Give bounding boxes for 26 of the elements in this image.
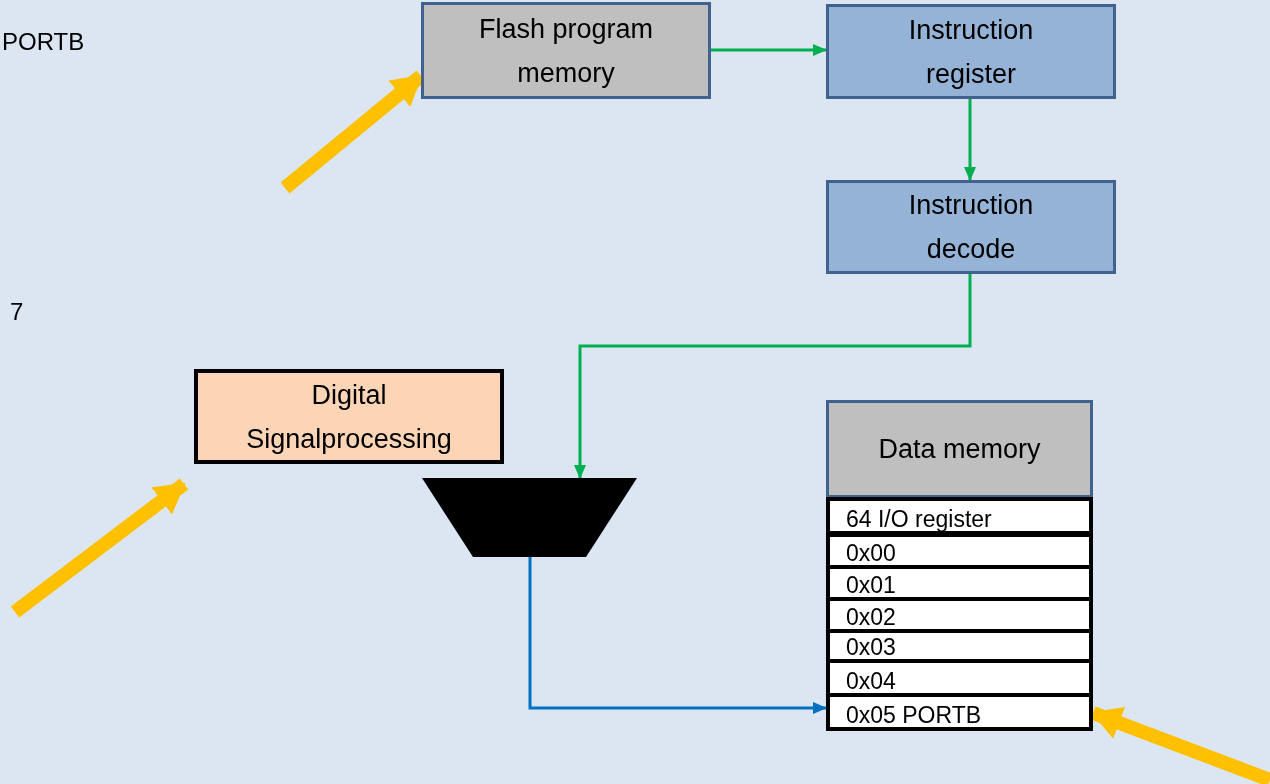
- arrow: [711, 44, 827, 56]
- node-label: 0x05 PORTB: [846, 703, 982, 727]
- node-label: Data memory: [878, 433, 1041, 466]
- memory-block: [826, 400, 1093, 498]
- arrow: [574, 274, 972, 479]
- pointer-arrow: [10, 478, 189, 618]
- text-label: 7: [10, 298, 24, 326]
- node-label: 0x02: [846, 605, 896, 629]
- memory-block: [421, 2, 711, 99]
- text-label: PORTB: [2, 28, 85, 56]
- node-label: Instruction decode: [907, 189, 1035, 266]
- processing-block: [194, 369, 504, 464]
- arrow: [964, 99, 976, 181]
- node-label: Flash program memory: [477, 12, 655, 90]
- node-label: Instruction register: [907, 13, 1035, 91]
- node-label: Digital Signalprocessing: [245, 378, 453, 456]
- node-label: 0x03: [846, 635, 896, 659]
- node-label: 0x00: [846, 541, 896, 565]
- decoder-block: [826, 180, 1116, 274]
- node-label: 64 I/O register: [846, 507, 992, 531]
- arrow: [528, 557, 827, 714]
- register-row: [826, 497, 1093, 535]
- node-label: 0x01: [846, 573, 896, 597]
- register-block: [826, 4, 1116, 99]
- multiplexer-trapezoid: [421, 478, 638, 557]
- node-label: 0x04: [846, 669, 896, 693]
